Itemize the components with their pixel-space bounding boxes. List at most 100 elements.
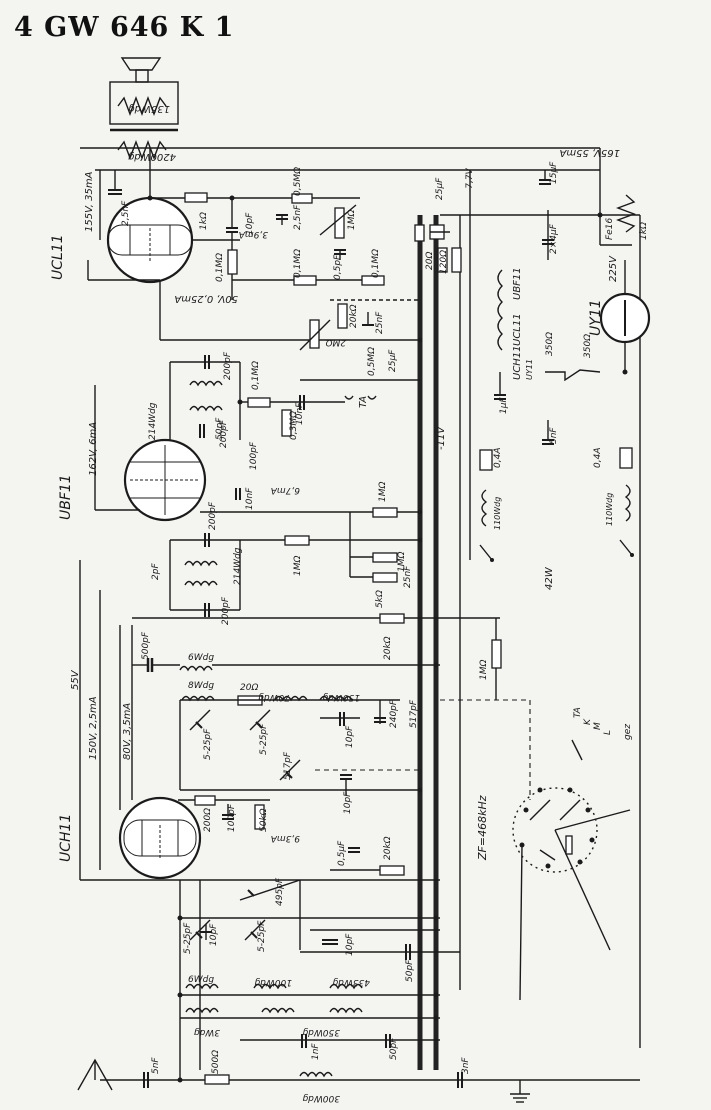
res-label: 500Ω (211, 1050, 221, 1074)
winding-label: 6Wdg (188, 653, 214, 663)
trimmer-label: 5-25pF (259, 723, 269, 755)
voltage-label: -11V (436, 426, 447, 450)
cap-label: 10pF (343, 791, 353, 814)
cap-label: 10nF (245, 487, 255, 510)
res-label: 0,5MΩ (367, 347, 377, 376)
res-label: 5kΩ (375, 590, 385, 608)
res-label: 20Ω (425, 252, 435, 270)
switch-position-label: gez (623, 724, 633, 740)
ucl11-section: UCL11 155V, 35mA 2,5nF 1kΩ 10pF 0,1MΩ 0,… (50, 148, 420, 341)
cap-label: 25nF (403, 565, 413, 588)
loudspeaker: 135Wdg 4200Wdg (109, 57, 179, 162)
res-label: 350Ω (545, 332, 555, 356)
uch11-section: UCH11 55V 150V, 2,5mA 80V, 3,5mA 500pF 6… (58, 560, 531, 881)
cap-label: 2,5nF (121, 200, 131, 226)
voltage-label: -7,7V (465, 167, 475, 192)
winding-label: 433Wdg (332, 977, 370, 987)
voltage-label: 165V, 55mA (559, 147, 620, 158)
cap-label: 3nF (461, 1057, 471, 1074)
res-label: 1MΩ (479, 660, 489, 680)
speaker-winding-label: 135Wdg (128, 103, 170, 114)
cap-label: 5nF (151, 1057, 161, 1074)
res-label: 0,1MΩ (293, 249, 303, 278)
cap-label: 25µF (388, 349, 398, 372)
winding-label: 6Wdg (188, 975, 214, 985)
winding-label: 214Wdg (233, 547, 243, 585)
winding-label: 150Wdg (322, 692, 360, 702)
voltage-label: 150V, 2,5mA (88, 696, 99, 760)
cap-label: 517pF (409, 699, 419, 728)
power-label: 42W (544, 566, 555, 590)
tube-label-uch11: UCH11 (58, 814, 74, 862)
fuse-label: 0,4A (493, 448, 503, 468)
res-label: 20kΩ (349, 304, 359, 328)
cap-label: 1nF (311, 1043, 321, 1060)
power-supply: 15µF 165V, 55mA 2×4µF Fe16 1kΩ UY11 225V… (479, 147, 651, 590)
res-label: 50kΩ (259, 808, 269, 832)
cap-label: 15µF (549, 161, 559, 184)
transformer-winding-label: 4200Wdg (128, 151, 176, 162)
cap-label: 25nF (375, 311, 385, 334)
cap-label: 0,5µF (337, 840, 347, 866)
winding-label: 3Wdg (194, 1027, 220, 1037)
res-label: 200Ω (203, 808, 213, 832)
res-label: 350Ω (583, 334, 593, 358)
switch-position-label: TA (573, 707, 583, 718)
tube-label-uy11: UY11 (588, 299, 604, 336)
cap-label: 2×4µF (549, 223, 559, 254)
res-label: 120Ω (439, 250, 449, 274)
junction-dots (147, 195, 628, 1083)
cap-label: 10pF (345, 933, 355, 956)
res-label: 2MΩ (326, 337, 346, 347)
winding-label: 350Wdg (302, 1027, 340, 1037)
heater-label: UBF11 (512, 267, 523, 300)
cap-label: 100pF (227, 803, 237, 832)
winding-label: 8Wdg (188, 681, 214, 691)
cap-label: 1µF (499, 397, 509, 414)
switch-position-label: L (603, 730, 613, 735)
tube-label-ucl11: UCL11 (50, 234, 66, 280)
cap-label: 200pF (223, 351, 233, 380)
ubf11-section: UBF11 162V, 6mA 200pF 214Wdg 0,1MΩ 10nF … (58, 299, 447, 625)
rf-input-section: 495pF 5-25pF 10pF 5-25pF 10pF 50pF 6Wdg … (77, 877, 640, 1103)
cap-label: 25µF (435, 177, 445, 200)
res-label: 0,1MΩ (251, 361, 261, 390)
trimmer-label: 5-25pF (183, 922, 193, 954)
band-switch: TA K M L gez (512, 707, 633, 1001)
heater-label: UCH11 (512, 345, 523, 380)
res-label: 20Ω (240, 683, 258, 693)
res-label: 0,1MΩ (215, 253, 225, 282)
res-label: 1MΩ (378, 482, 388, 502)
cap-label: 2,5nF (293, 204, 303, 230)
res-label: 20kΩ (383, 836, 393, 860)
main-bus-lines (80, 147, 641, 1070)
tuning-cap-label: 495pF (275, 877, 285, 906)
if-frequency-label: ZF=468kHz (476, 795, 489, 861)
cap-label: 10pF (345, 725, 355, 748)
cap-label: 5nF (549, 427, 559, 444)
tuning-cap-label: 517pF (283, 751, 293, 780)
cap-label: 50pF (405, 959, 415, 982)
voltage-label: 225V (608, 255, 619, 282)
cap-label: 0,5pF (333, 254, 343, 280)
bias-network: 25µF 20Ω 120Ω -7,7V (414, 167, 475, 274)
heater-label: UY11 (525, 359, 534, 380)
diagram-title: 4 GW 646 K 1 (14, 12, 235, 43)
pickup-socket-label: TA (358, 396, 369, 408)
res-label: 20kΩ (383, 636, 393, 660)
winding-label: 214Wdg (148, 402, 158, 440)
res-label: 1kΩ (199, 212, 209, 230)
voltage-label: 80V, 3,5mA (122, 703, 133, 760)
cap-label: 50pF (389, 1037, 399, 1060)
cap-label: 10nF (295, 402, 305, 425)
cap-label: 2pF (151, 563, 161, 580)
res-label: 0,5MΩ (293, 167, 303, 196)
ucl11-voltage-label: 155V, 35mA (84, 171, 95, 232)
cap-label: 10pF (209, 923, 219, 946)
winding-label: 70Wdg (258, 692, 290, 702)
voltage-label: 55V (70, 669, 81, 690)
fuse-label: 0,4A (593, 448, 603, 468)
res-label: 1MΩ (293, 556, 303, 576)
